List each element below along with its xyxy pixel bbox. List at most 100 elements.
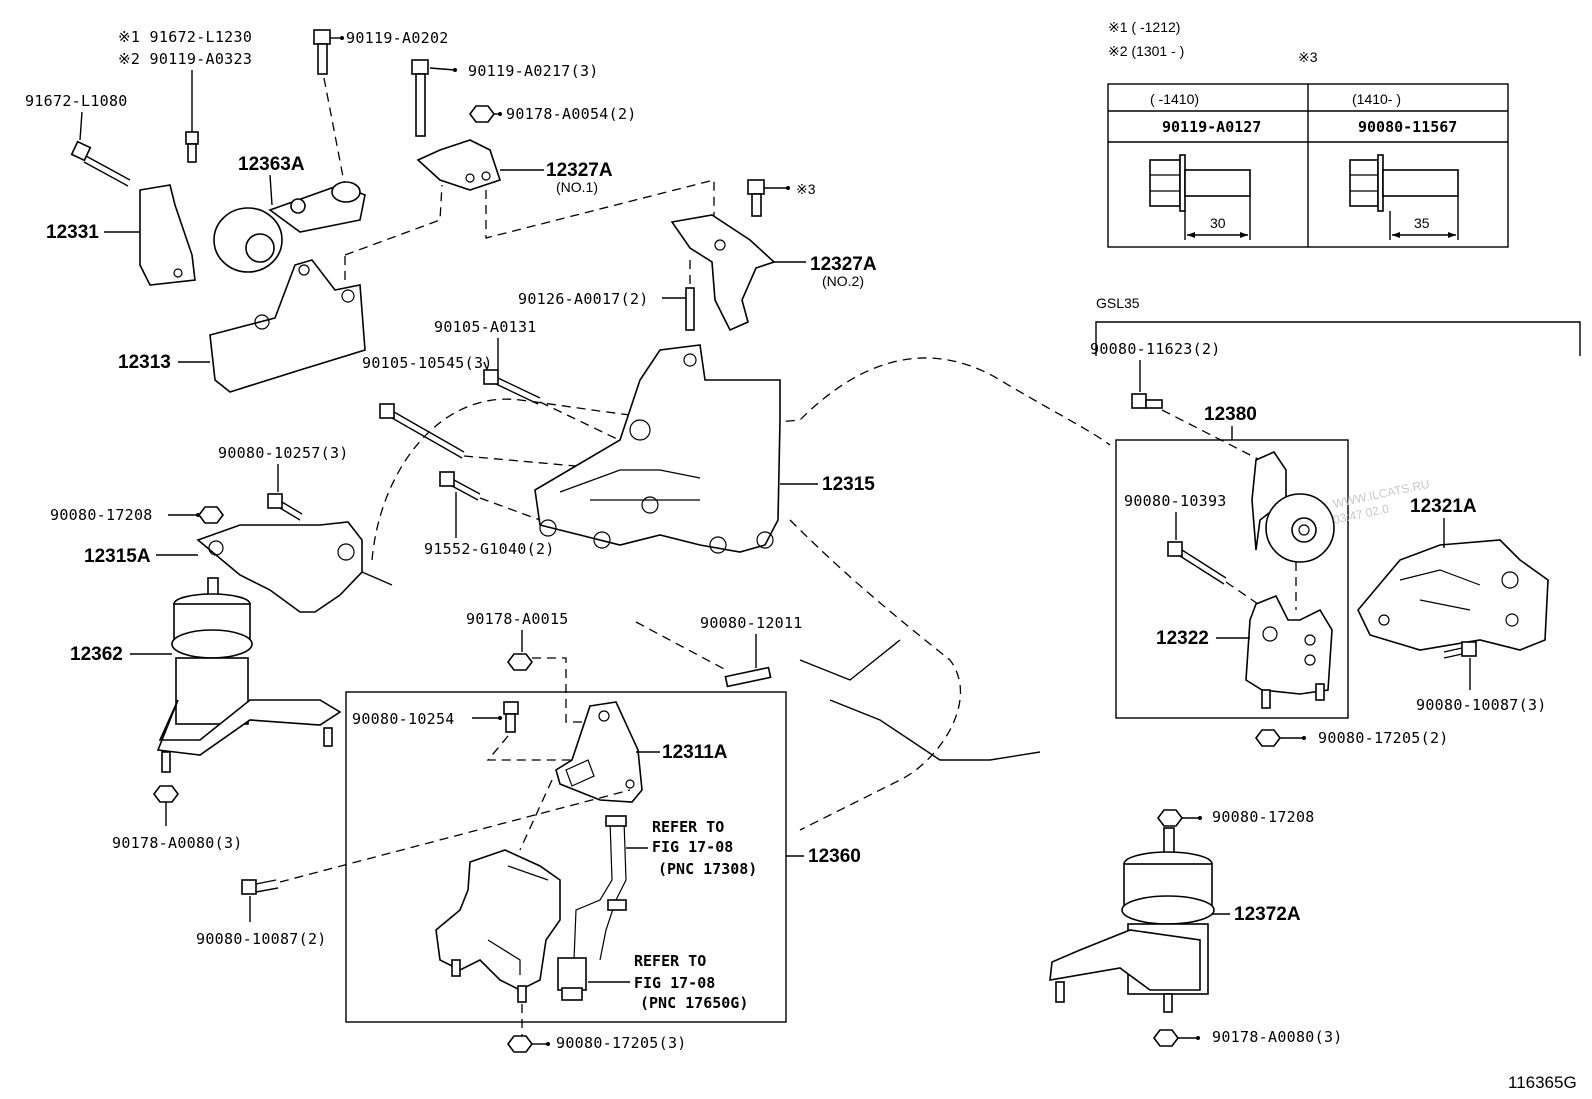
bracket-12321A [1357, 539, 1549, 651]
label-91672-L1230: ※1 91672-L1230 [118, 28, 252, 46]
label-12380: 12380 [1204, 404, 1257, 425]
label-90080-17205-right: 90080-17205(2) [1318, 729, 1449, 747]
mount-12380-top [1251, 450, 1335, 563]
label-91552-G1040: 91552-G1040(2) [424, 540, 555, 558]
bolt-30-icon: 30 [1149, 154, 1251, 240]
bolt-90080-10087-left-icon [241, 879, 279, 895]
ref1-line3: (PNC 17308) [658, 860, 757, 878]
bolt-90105-A0131-icon [483, 369, 541, 405]
label-90119-A0202: 90119-A0202 [346, 29, 449, 47]
label-12327A-no1: 12327A [546, 160, 613, 181]
bolt-90119-A0217-icon [411, 59, 429, 137]
bracket-12315 [534, 344, 781, 554]
bolt-91552-G1040-icon [439, 471, 481, 501]
bolt-90080-10257-icon [267, 493, 303, 521]
label-12322: 12322 [1156, 628, 1209, 649]
label-12362: 12362 [70, 644, 123, 665]
connector-harness [557, 815, 627, 1001]
bolt-91672-L1080-icon [70, 140, 131, 187]
ref2-line2: FIG 17-08 [634, 974, 715, 992]
bolt-length-30: 30 [1210, 215, 1226, 231]
bolt-90105-10545-icon [379, 403, 465, 459]
label-90080-11623: 90080-11623(2) [1090, 340, 1221, 358]
bolt-90080-11623-icon [1131, 393, 1163, 409]
bolt-90080-10087-right-icon [1443, 641, 1477, 659]
mount-12362 [156, 577, 342, 773]
bolt-90119-A0323-icon [185, 131, 199, 163]
label-90126-A0017: 90126-A0017(2) [518, 290, 649, 308]
figure-number: 116365G [1508, 1073, 1577, 1092]
legend-note-1: ※1 ( -1212) [1108, 19, 1180, 35]
label-note3-bolt: ※3 [796, 181, 816, 197]
ref-note-2: REFER TO FIG 17-08 (PNC 17650G) [634, 952, 748, 1012]
label-90080-10393: 90080-10393 [1124, 492, 1227, 510]
mount-12372A [1049, 827, 1215, 1013]
stud-90126-A0017-icon [685, 287, 695, 331]
bolt-35-icon: 35 [1349, 154, 1459, 240]
engine-outline-2 [789, 519, 962, 831]
bolt-note3-icon [747, 179, 765, 217]
bolt-variant-table: ( -1410) (1410- ) 90119-A0127 90080-1156… [1107, 83, 1509, 248]
ref1-line2: FIG 17-08 [652, 838, 733, 856]
label-12360: 12360 [808, 846, 861, 867]
table-part-2: 90080-11567 [1358, 118, 1457, 136]
label-12321A: 12321A [1410, 496, 1477, 517]
label-90080-17205-center: 90080-17205(3) [556, 1034, 687, 1052]
label-12363A: 12363A [238, 154, 305, 175]
label-12315: 12315 [822, 474, 875, 495]
label-90080-10257: 90080-10257(3) [218, 444, 349, 462]
label-90119-A0217: 90119-A0217(3) [468, 62, 599, 80]
group-box-12380 [1115, 439, 1349, 719]
nut-90178-A0080-right-icon [1153, 1029, 1179, 1047]
table-part-1: 90119-A0127 [1162, 118, 1261, 136]
table-range-1: ( -1410) [1150, 91, 1199, 107]
nut-90178-A0015-icon [507, 653, 533, 671]
table-range-2: (1410- ) [1352, 91, 1401, 107]
label-12331: 12331 [46, 222, 99, 243]
mount-12363A [213, 181, 366, 273]
label-12327A-no1-note: (NO.1) [556, 179, 598, 195]
label-90080-12011: 90080-12011 [700, 614, 803, 632]
ref2-line3: (PNC 17650G) [640, 994, 748, 1012]
bracket-12327A-no2 [670, 214, 776, 332]
nut-90080-17208-left-icon [198, 506, 224, 524]
bracket-12313 [209, 259, 366, 393]
legend-note-2: ※2 (1301 - ) [1108, 43, 1184, 59]
ref2-line1: REFER TO [634, 952, 706, 970]
stud-90080-12011-icon [724, 666, 772, 688]
label-90080-17208-left: 90080-17208 [50, 506, 153, 524]
nut-90080-17205-center-icon [507, 1035, 533, 1053]
label-90178-A0080-right: 90178-A0080(3) [1212, 1028, 1343, 1046]
label-90105-10545: 90105-10545(3) [362, 354, 493, 372]
label-90178-A0054: 90178-A0054(2) [506, 105, 637, 123]
bolt-90080-10393-icon [1167, 541, 1227, 585]
variant-bracket [1095, 321, 1581, 356]
bracket-12327A-no1 [416, 139, 502, 191]
label-90105-A0131: 90105-A0131 [434, 318, 537, 336]
nut-90080-17205-right-icon [1255, 729, 1281, 747]
label-12327A-no2: 12327A [810, 254, 877, 275]
label-90178-A0080-left: 90178-A0080(3) [112, 834, 243, 852]
label-12311A: 12311A [662, 742, 728, 763]
label-90080-17208-right: 90080-17208 [1212, 808, 1315, 826]
mount-12360-body [435, 849, 561, 1003]
nut-90080-17208-right-icon [1157, 809, 1183, 827]
label-90080-10087-left: 90080-10087(2) [196, 930, 327, 948]
nut-90178-A0054-icon [469, 105, 495, 123]
label-12313: 12313 [118, 352, 171, 373]
label-12327A-no2-note: (NO.2) [822, 273, 864, 289]
label-90119-A0323: ※2 90119-A0323 [118, 50, 252, 68]
ref-note-1: REFER TO FIG 17-08 (PNC 17308) [652, 818, 757, 878]
bracket-12322 [1245, 594, 1333, 709]
variant-label: GSL35 [1096, 295, 1140, 311]
label-12315A: 12315A [84, 546, 151, 567]
engine-edge [799, 639, 1041, 761]
bolt-length-35: 35 [1414, 215, 1430, 231]
bracket-12311A [555, 701, 643, 803]
label-90080-10087-right: 90080-10087(3) [1416, 696, 1547, 714]
label-90080-10254: 90080-10254 [352, 710, 455, 728]
bolt-90080-10254-icon [503, 701, 519, 733]
bracket-12331 [139, 184, 196, 286]
label-91672-L1080: 91672-L1080 [25, 92, 128, 110]
